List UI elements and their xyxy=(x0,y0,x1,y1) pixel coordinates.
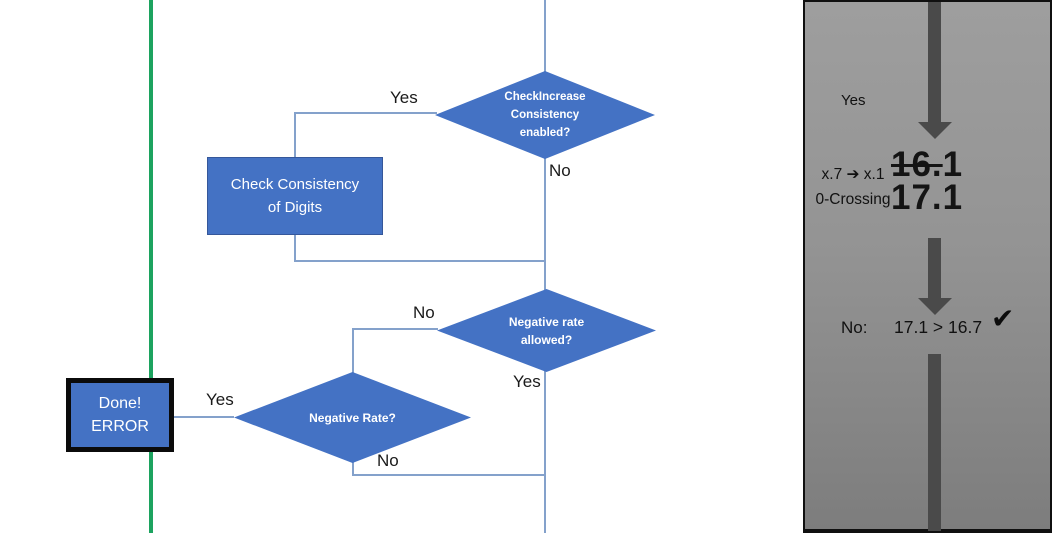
old-value: 16.1 xyxy=(891,145,964,184)
decision-label: Negative Rate? xyxy=(309,410,396,425)
edge-label-no: No xyxy=(413,303,435,322)
down-arrow-shaft xyxy=(928,238,941,298)
process-check-consistency: Check Consistency of Digits xyxy=(207,157,383,235)
checkmark-icon: ✔ xyxy=(991,303,1015,334)
connector-line xyxy=(544,0,546,72)
new-value: 17.1 xyxy=(891,178,964,217)
connector-line xyxy=(544,158,546,291)
edge-label-no: No xyxy=(377,451,399,470)
decision-check-increase: CheckIncrease Consistency enabled? xyxy=(435,71,655,159)
process-label: Check Consistency of Digits xyxy=(230,176,360,216)
down-arrow-shaft xyxy=(928,354,941,531)
down-arrow-icon xyxy=(918,298,952,315)
old-value-rest: 1 xyxy=(942,145,964,184)
down-arrow-shaft xyxy=(928,2,941,122)
comparison-text: 17.1 > 16.7 xyxy=(894,317,983,337)
connector-line xyxy=(173,416,234,418)
connector-line xyxy=(352,474,546,476)
down-arrow-icon xyxy=(918,122,952,139)
connector-line xyxy=(294,113,296,158)
terminal-done-error: Done! ERROR xyxy=(66,378,174,452)
old-value-struck: 16. xyxy=(891,145,943,184)
result-prefix: No: xyxy=(841,318,868,337)
decision-label: Negative rate allowed? xyxy=(508,314,585,347)
connector-line xyxy=(352,462,354,476)
value-comparison: 16.1 17.1 xyxy=(891,145,964,217)
terminal-label: Done! ERROR xyxy=(91,395,149,435)
edge-label-no: No xyxy=(549,161,571,180)
connector-line xyxy=(544,371,546,533)
connector-line xyxy=(294,234,296,262)
decision-label: CheckIncrease Consistency enabled? xyxy=(504,91,586,139)
rule-note: x.7 ➔ x.1 0-Crossing xyxy=(815,166,891,208)
connector-line xyxy=(294,112,437,114)
edge-label-yes: Yes xyxy=(390,88,418,107)
connector-line xyxy=(353,328,438,330)
edge-label-yes: Yes xyxy=(513,372,541,391)
edge-label-yes: Yes xyxy=(206,390,234,409)
panel-yes-label: Yes xyxy=(841,92,866,109)
green-divider-line xyxy=(149,0,153,533)
connector-line xyxy=(294,260,545,262)
connector-line xyxy=(352,328,354,374)
decision-negative-rate-allowed: Negative rate allowed? xyxy=(437,289,656,372)
decision-negative-rate: Negative Rate? xyxy=(234,372,471,463)
annotation-panel: Yes x.7 ➔ x.1 0-Crossing 16.1 17.1 No: 1… xyxy=(803,0,1052,533)
